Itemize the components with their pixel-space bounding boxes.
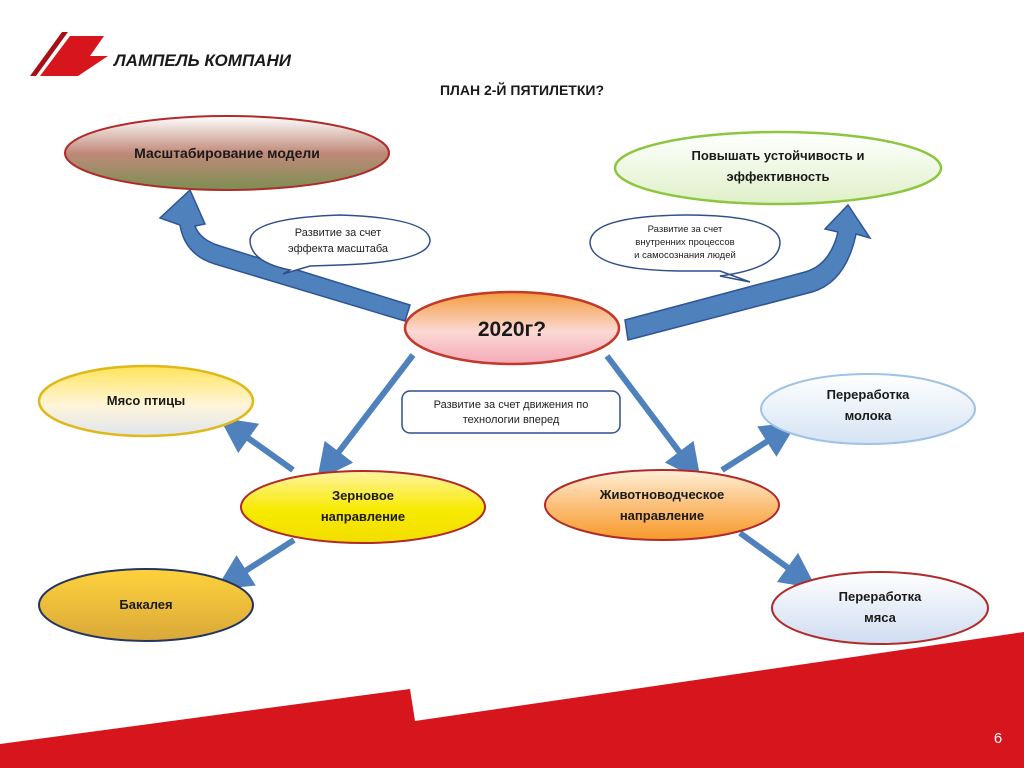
callout-technology-line1: Развитие за счет движения по (434, 399, 589, 411)
node-sustainability-line2: эффективность (726, 169, 829, 184)
node-poultry-label: Мясо птицы (107, 393, 186, 408)
node-milk: Переработка молока (760, 373, 976, 445)
node-poultry: Мясо птицы (37, 364, 255, 438)
node-milk-line2: молока (845, 408, 893, 423)
arrow-grain-to-grocery-icon (215, 537, 296, 590)
arrow-center-to-grain-icon (317, 353, 416, 481)
node-grain-line1: Зерновое (332, 488, 394, 503)
node-grocery-label: Бакалея (119, 597, 172, 612)
node-center-label: 2020г? (478, 318, 546, 341)
node-meat-line1: Переработка (839, 589, 922, 604)
node-grain: Зерновое направление (240, 470, 486, 544)
callout-technology-line2: технологии вперед (463, 414, 560, 426)
node-meat: Переработка мяса (771, 571, 989, 645)
callout-internal-line1: Развитие за счет (648, 224, 723, 235)
arrow-grain-to-poultry-icon (219, 417, 295, 473)
page-number: 6 (994, 730, 1002, 747)
node-grocery: Бакалея (38, 568, 254, 642)
callout-technology: Развитие за счет движения по технологии … (401, 390, 621, 434)
callout-scale-effect-line2: эффекта масштаба (288, 243, 389, 255)
node-livestock-line1: Животноводческое (599, 487, 725, 502)
slide-title: ПЛАН 2-Й ПЯТИЛЕТКИ? (440, 81, 604, 98)
logo-text: ЛАМПЕЛЬ КОМПАНИ (112, 51, 292, 70)
node-grain-line2: направление (321, 509, 405, 524)
node-scaling: Масштабирование модели (64, 115, 390, 191)
arrow-to-sustainability-icon (624, 203, 872, 341)
arrow-center-to-livestock-icon (604, 354, 701, 481)
callout-internal-line3: и самосознания людей (634, 250, 736, 261)
callout-scale-effect-line1: Развитие за счет (295, 227, 381, 239)
node-scaling-label: Масштабирование модели (134, 145, 320, 161)
node-center: 2020г? (403, 290, 621, 366)
company-logo: ЛАМПЕЛЬ КОМПАНИ (30, 32, 292, 76)
node-meat-line2: мяса (864, 610, 897, 625)
callout-internal-line2: внутренних процессов (635, 237, 734, 248)
bottom-red-band (0, 632, 1024, 768)
logo-mark-icon (40, 36, 108, 76)
arrow-livestock-to-meat-icon (738, 530, 817, 589)
arrow-to-scaling-icon (158, 188, 411, 322)
callout-scale-effect: Развитие за счет эффекта масштаба (249, 214, 431, 275)
node-sustainability: Повышать устойчивость и эффективность (613, 130, 943, 206)
callout-internal: Развитие за счет внутренних процессов и … (589, 214, 781, 283)
node-milk-line1: Переработка (827, 387, 910, 402)
logo-mark-stripe-icon (30, 32, 68, 76)
node-sustainability-line1: Повышать устойчивость и (692, 148, 865, 163)
node-livestock: Животноводческое направление (544, 469, 780, 541)
arrow-livestock-to-milk-icon (720, 422, 798, 473)
node-livestock-line2: направление (620, 508, 704, 523)
